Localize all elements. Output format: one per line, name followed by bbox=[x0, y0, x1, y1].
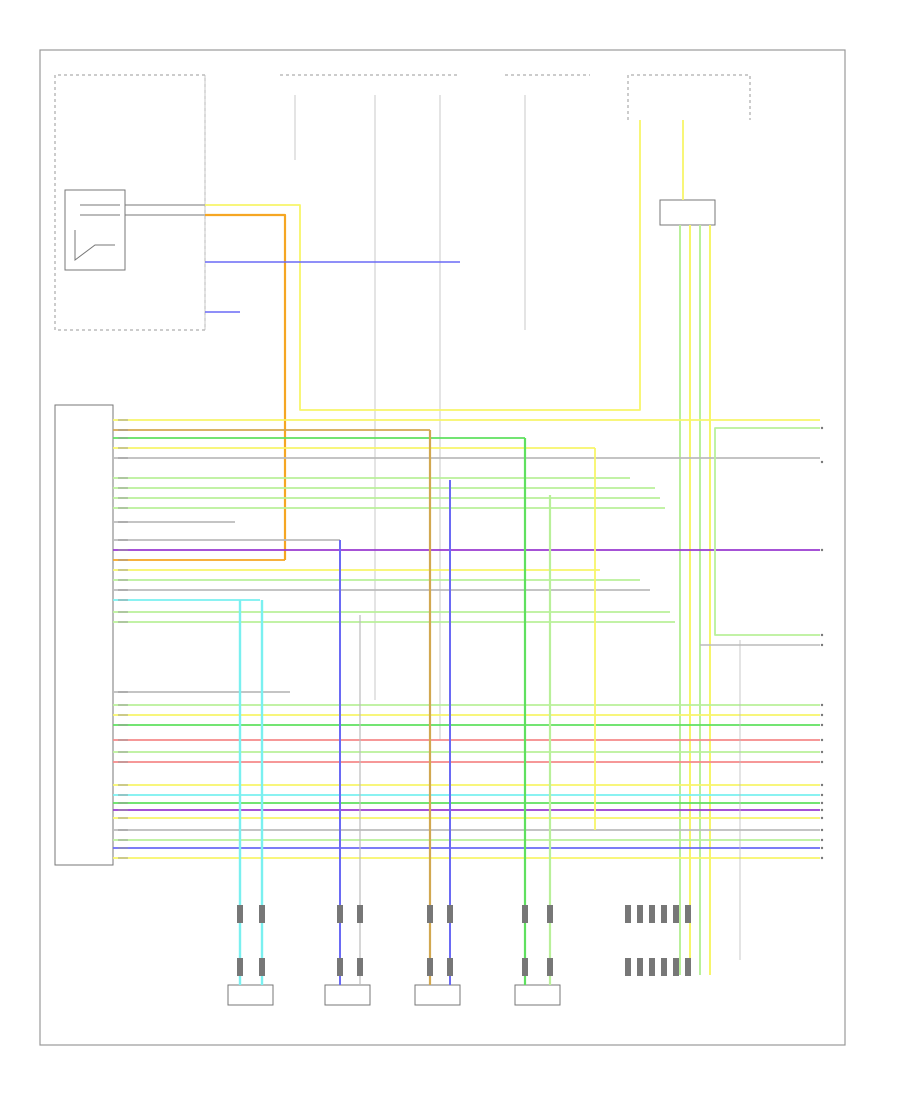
terminal-dot-6 bbox=[820, 703, 824, 707]
terminal-dot-15 bbox=[820, 808, 824, 812]
connector-stub-12 bbox=[661, 905, 667, 923]
connector-stub-lower-2 bbox=[259, 958, 265, 976]
terminal-dot-2 bbox=[820, 460, 824, 464]
connector-stub-lower-7 bbox=[522, 958, 528, 976]
connector-stub-lower-9 bbox=[625, 958, 631, 976]
connector-stub-lower-8 bbox=[547, 958, 553, 976]
connector-stub-lower-5 bbox=[427, 958, 433, 976]
wheel-sensors bbox=[227, 984, 561, 1006]
connector-stub-4 bbox=[357, 905, 363, 923]
connector-stub-lower-4 bbox=[357, 958, 363, 976]
terminal-dot-10 bbox=[820, 750, 824, 754]
wire-orange-top bbox=[205, 213, 287, 560]
terminal-dot-1 bbox=[820, 426, 824, 430]
terminal-dot-20 bbox=[820, 856, 824, 860]
connector-stub-lower-12 bbox=[661, 958, 667, 976]
outer-frame bbox=[39, 49, 846, 1046]
connector-stub-14 bbox=[685, 905, 691, 923]
terminal-dot-5 bbox=[820, 643, 824, 647]
relay-body bbox=[64, 189, 126, 271]
connector-stub-5 bbox=[427, 905, 433, 923]
terminal-dot-4 bbox=[820, 633, 824, 637]
terminal-dot-13 bbox=[820, 793, 824, 797]
connector-stub-6 bbox=[447, 905, 453, 923]
connector-stub-2 bbox=[259, 905, 265, 923]
connector-stub-lower-10 bbox=[637, 958, 643, 976]
wire-yellow-top bbox=[205, 120, 641, 411]
text-marks bbox=[118, 419, 824, 976]
sensor-rr-body bbox=[514, 984, 561, 1006]
connector-stub-lower-3 bbox=[337, 958, 343, 976]
connector-stub-3 bbox=[337, 905, 343, 923]
connector-block-body bbox=[659, 199, 716, 226]
control-unit-body bbox=[54, 404, 114, 866]
terminal-dot-12 bbox=[820, 783, 824, 787]
fuse-boxes bbox=[54, 74, 751, 331]
terminal-dot-18 bbox=[820, 838, 824, 842]
relay-box-outline bbox=[627, 74, 751, 120]
connector-stub-8 bbox=[547, 905, 553, 923]
connector-stub-lower-14 bbox=[685, 958, 691, 976]
relay-component bbox=[64, 189, 205, 271]
connector-stub-13 bbox=[673, 905, 679, 923]
terminal-dot-19 bbox=[820, 846, 824, 850]
connector-stub-11 bbox=[649, 905, 655, 923]
sensor-lr-body bbox=[414, 984, 461, 1006]
connector-stub-lower-11 bbox=[649, 958, 655, 976]
wire-right-return-1 bbox=[714, 427, 820, 636]
terminal-dot-7 bbox=[820, 713, 824, 717]
connector-stub-lower-13 bbox=[673, 958, 679, 976]
sensor-rf-body bbox=[324, 984, 371, 1006]
connector-stub-7 bbox=[522, 905, 528, 923]
fuse-box-left-outline bbox=[54, 74, 206, 331]
terminal-dot-8 bbox=[820, 723, 824, 727]
terminal-dot-9 bbox=[820, 738, 824, 742]
terminal-dot-17 bbox=[820, 828, 824, 832]
wire-group bbox=[113, 75, 820, 985]
sensor-lf-body bbox=[227, 984, 274, 1006]
connector-stub-9 bbox=[625, 905, 631, 923]
connector-stub-lower-6 bbox=[447, 958, 453, 976]
connector-stub-1 bbox=[237, 905, 243, 923]
connector-stub-lower-1 bbox=[237, 958, 243, 976]
terminal-dot-11 bbox=[820, 760, 824, 764]
terminal-dot-16 bbox=[820, 816, 824, 820]
terminal-dot-14 bbox=[820, 801, 824, 805]
connector-stub-10 bbox=[637, 905, 643, 923]
terminal-dot-3 bbox=[820, 548, 824, 552]
